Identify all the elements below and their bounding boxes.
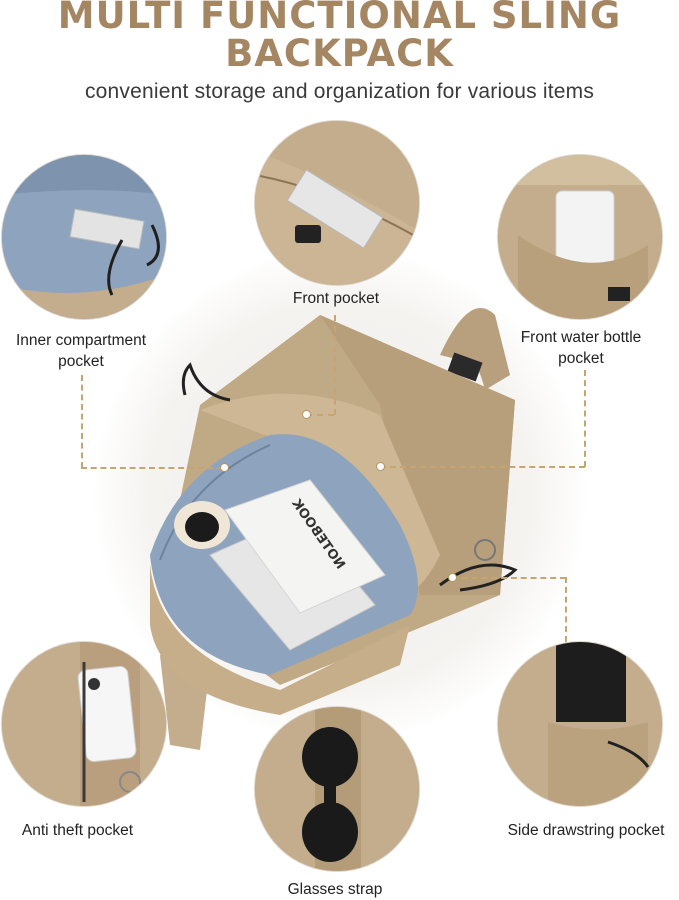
callout-dot-front bbox=[302, 410, 311, 419]
inner-compartment-photo bbox=[1, 154, 167, 320]
side-drawstring-pocket-photo bbox=[497, 641, 663, 807]
callout-line-side-horizontal bbox=[452, 577, 566, 579]
label-front-water-bottle: Front water bottle pocket bbox=[520, 329, 642, 367]
callout-line-side-vertical bbox=[565, 577, 567, 642]
headline-line-2: BACKPACK bbox=[225, 32, 454, 75]
main-backpack-image: NOTEBOOK bbox=[140, 295, 540, 755]
anti-theft-pocket-photo bbox=[1, 641, 167, 807]
headline-line-1: MULTI FUNCTIONAL SLING bbox=[57, 0, 622, 37]
label-inner-compartment: Inner compartment pocket bbox=[15, 332, 147, 370]
label-anti-theft: Anti theft pocket bbox=[21, 822, 134, 839]
callout-dot-inner bbox=[220, 463, 229, 472]
water-bottle-pocket-photo bbox=[497, 154, 663, 320]
callout-line-water-horizontal bbox=[380, 466, 585, 468]
callout-dot-water bbox=[376, 462, 385, 471]
callout-line-front-vertical bbox=[334, 315, 336, 415]
glasses-strap-photo bbox=[254, 706, 420, 872]
label-glasses-strap: Glasses strap bbox=[287, 881, 383, 898]
callout-line-water-vertical bbox=[584, 370, 586, 467]
callout-dot-side bbox=[448, 573, 457, 582]
front-pocket-photo bbox=[254, 120, 420, 286]
callout-line-inner-vertical bbox=[81, 375, 83, 468]
label-side-drawstring: Side drawstring pocket bbox=[507, 822, 665, 839]
label-front-pocket: Front pocket bbox=[292, 290, 380, 307]
callout-line-inner-horizontal bbox=[81, 467, 223, 469]
subtitle: convenient storage and organization for … bbox=[84, 80, 595, 103]
callout-line-front-horizontal bbox=[306, 414, 334, 416]
